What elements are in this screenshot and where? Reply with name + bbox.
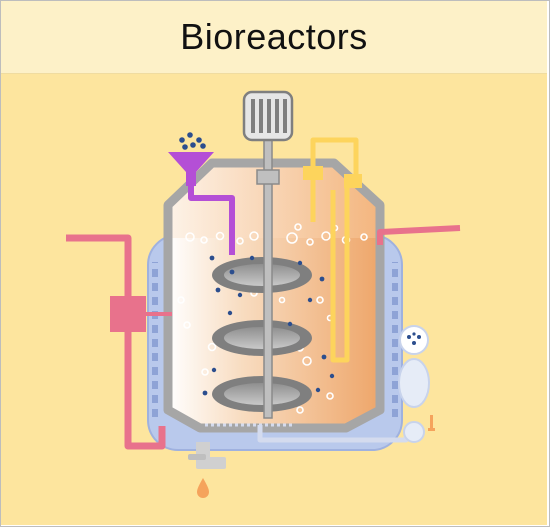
- impellers: [212, 257, 312, 412]
- funnel-icon: [179, 132, 206, 150]
- motor-icon: [242, 90, 294, 142]
- sensor-line: [303, 137, 362, 363]
- valve-icon: [188, 442, 226, 469]
- cell-particles: [202, 255, 335, 396]
- page-title: Bioreactors: [180, 16, 368, 57]
- drop-icon: [197, 478, 209, 498]
- feed-funnel: [168, 132, 235, 255]
- gas-outlet-pipe: [377, 225, 461, 245]
- filter-icon: [407, 332, 421, 345]
- title-bar: Bioreactors: [1, 1, 547, 74]
- air-filter: [398, 325, 435, 443]
- medium-inflow-pipe: [66, 234, 172, 450]
